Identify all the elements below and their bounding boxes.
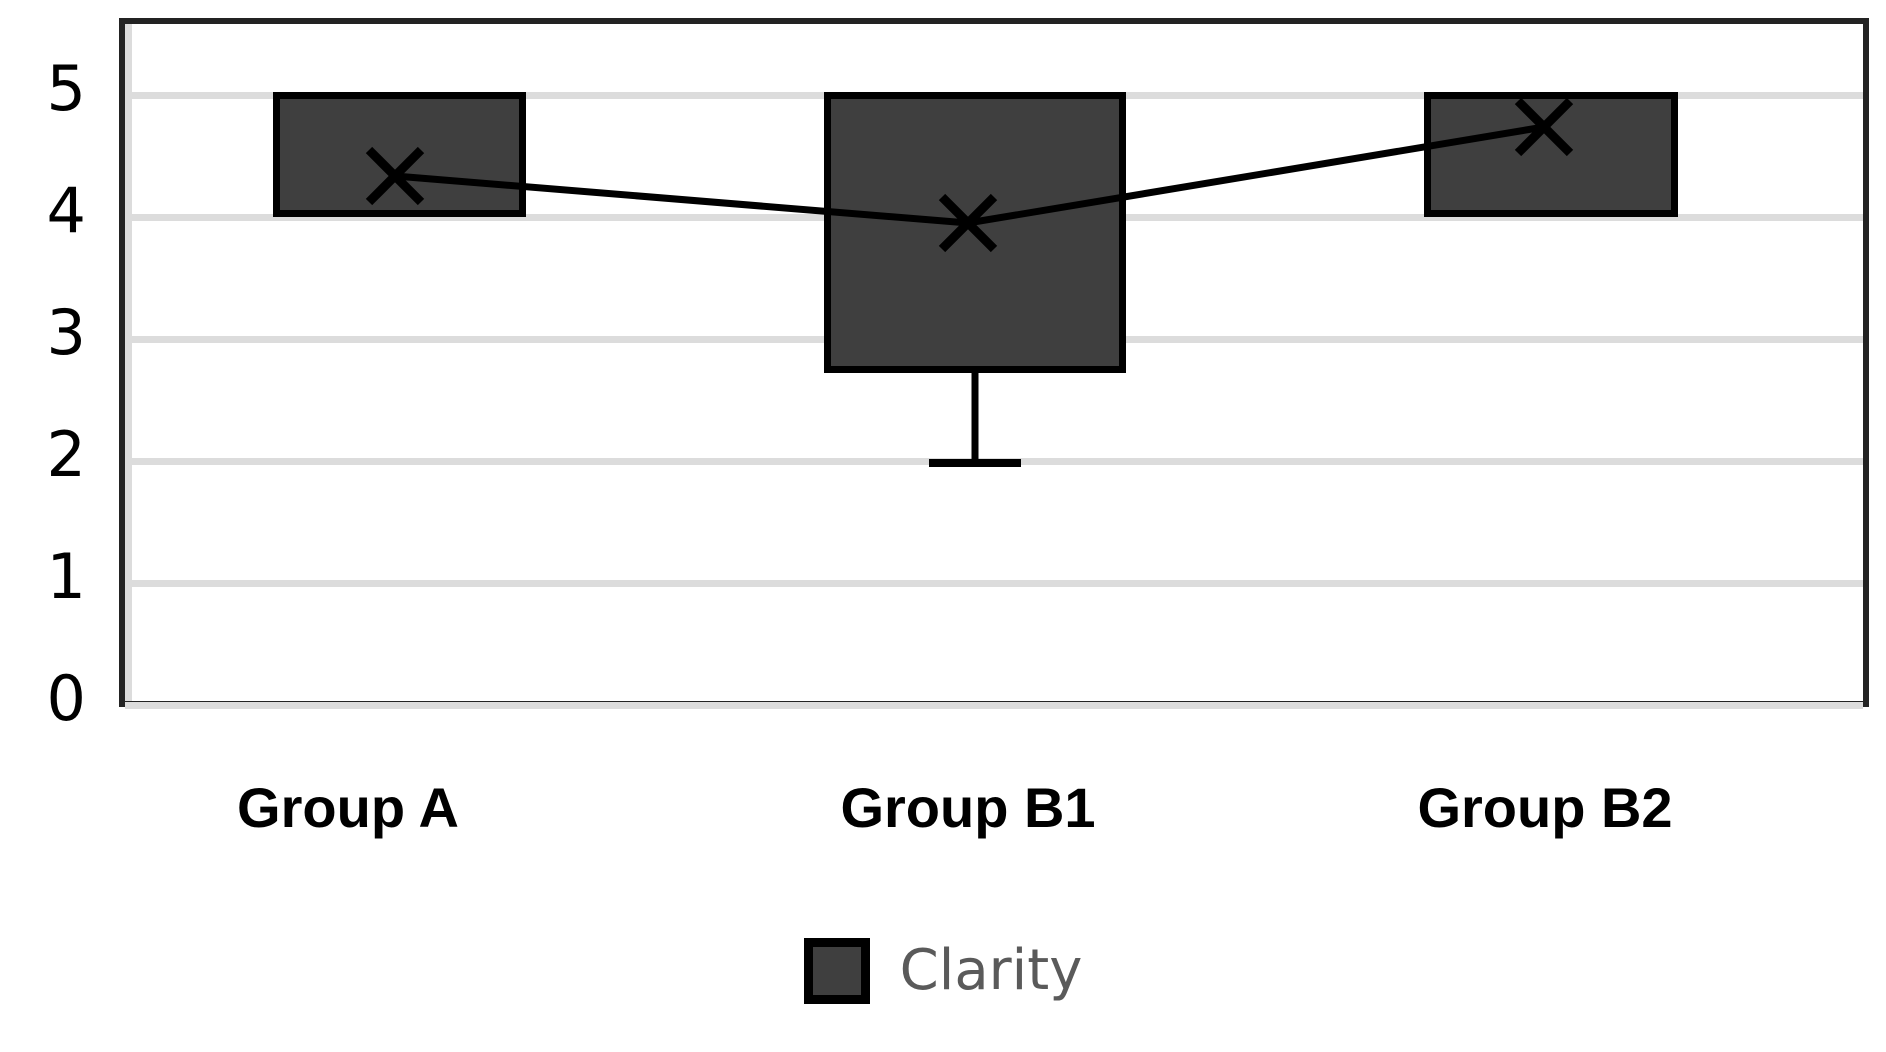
plot-inner [125, 24, 1863, 709]
legend-label-clarity[interactable]: Clarity [899, 938, 1083, 1003]
box-group-b2[interactable] [1424, 92, 1678, 217]
x-tick-label-group-b1: Group B1 [840, 776, 1096, 839]
box-group-b1[interactable] [824, 92, 1126, 373]
y-tick-label-3: 3 [46, 296, 86, 369]
y-tick-label-4: 4 [46, 174, 86, 247]
y-tick-label-5: 5 [46, 52, 86, 125]
gridline-y-0 [125, 702, 1863, 709]
plot-area [119, 18, 1869, 709]
x-tick-label-group-a: Group A [237, 776, 459, 839]
whisker-line-group-b1 [971, 371, 979, 463]
gridline-axis-left [125, 24, 132, 701]
x-tick-label-group-b2: Group B2 [1417, 776, 1673, 839]
whisker-cap-low-group-b1 [929, 459, 1021, 467]
chart-legend: Clarity [0, 938, 1886, 1004]
gridline-y-1 [125, 580, 1863, 587]
y-tick-label-0: 0 [46, 662, 86, 735]
legend-swatch-clarity[interactable] [803, 938, 870, 1004]
y-tick-label-1: 1 [46, 540, 86, 613]
y-tick-label-2: 2 [46, 418, 86, 491]
box-group-a[interactable] [273, 92, 526, 217]
